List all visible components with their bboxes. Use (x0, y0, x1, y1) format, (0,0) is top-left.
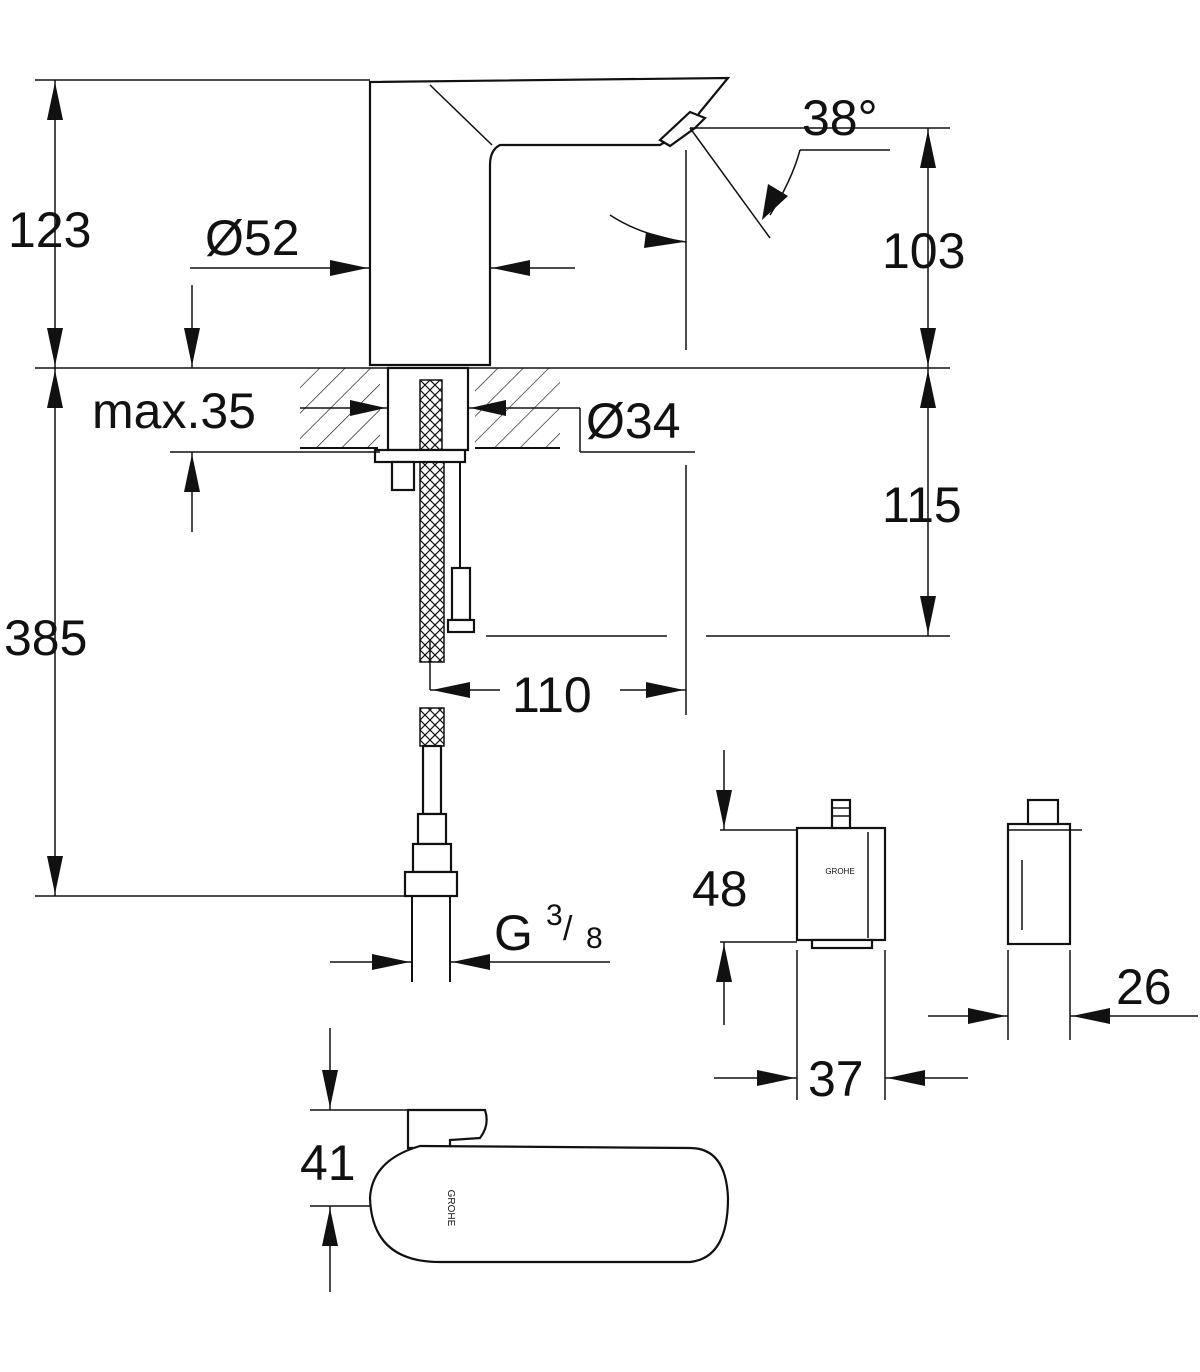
dim-34: Ø34 (586, 393, 681, 449)
dim-385: 385 (4, 610, 87, 666)
mounting-shank (373, 366, 470, 492)
faucet-body (368, 76, 731, 367)
dim-g-num: 3 (546, 899, 563, 932)
supply-hose (403, 461, 476, 898)
top-logo: GROHE (445, 1190, 456, 1227)
spout-top-view: GROHE (310, 1028, 730, 1292)
dim-41: 41 (300, 1135, 356, 1191)
dim-110: 110 (512, 667, 592, 723)
dimension-lines (35, 79, 950, 970)
dim-g-prefix: G (494, 905, 533, 961)
dim-g-den: 8 (586, 922, 603, 955)
control-box-front: GROHE (714, 750, 968, 1100)
grohe-logo: GROHE (825, 867, 854, 876)
dim-115: 115 (882, 477, 962, 533)
dim-103: 103 (882, 223, 965, 279)
dim-37: 37 (808, 1051, 864, 1107)
dim-26: 26 (1116, 959, 1172, 1015)
dimension-labels: 123 Ø52 38° 103 max.35 Ø34 115 385 110 G… (4, 90, 1172, 1191)
dim-38-angle: 38° (802, 90, 878, 146)
dim-123: 123 (8, 202, 91, 258)
dim-g-slash: / (563, 910, 573, 948)
dim-max35: max.35 (92, 383, 256, 439)
dim-48: 48 (692, 861, 748, 917)
dim-52: Ø52 (205, 210, 300, 266)
control-box-side (928, 798, 1198, 1040)
